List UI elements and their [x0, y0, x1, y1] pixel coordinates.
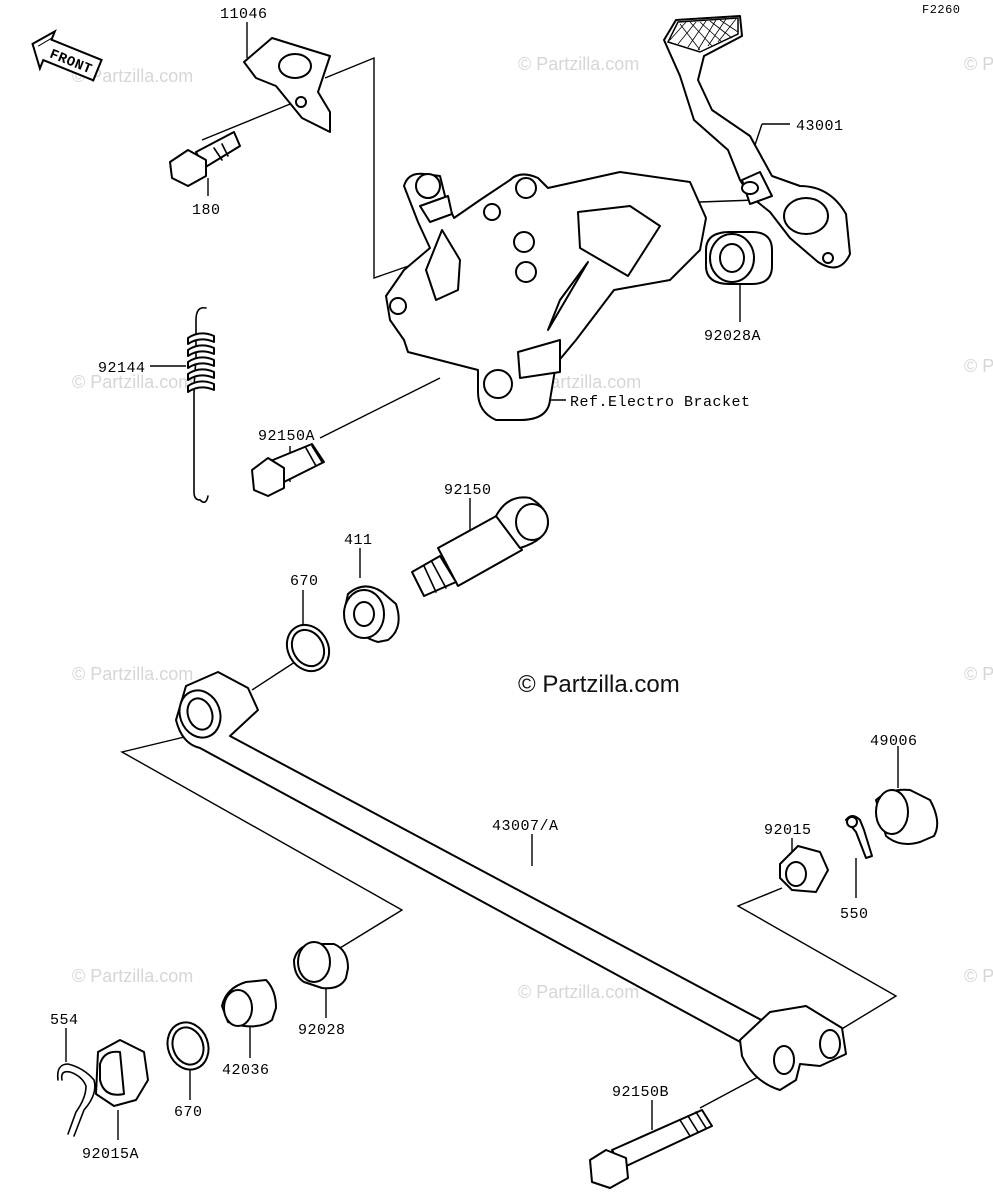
watermark: © Partzilla.com: [964, 356, 993, 376]
label-11046[interactable]: 11046: [220, 6, 268, 23]
label-92144[interactable]: 92144: [98, 360, 146, 377]
part-92150A[interactable]: [251, 443, 325, 497]
diagram-code: F2260: [922, 3, 961, 17]
label-92015[interactable]: 92015: [764, 822, 812, 839]
label-411[interactable]: 411: [344, 532, 373, 549]
part-92150[interactable]: [411, 496, 549, 597]
part-43007A[interactable]: [173, 671, 847, 1091]
watermark: © Partzilla.com: [518, 982, 639, 1002]
label-670-upper[interactable]: 670: [290, 573, 319, 590]
electro-bracket: [385, 171, 707, 421]
label-43007A[interactable]: 43007/A: [492, 818, 559, 835]
label-92028A[interactable]: 92028A: [704, 328, 761, 345]
watermark: © Partzilla.com: [72, 664, 193, 684]
watermark: © Partzilla.com: [964, 966, 993, 986]
front-arrow-icon: FRONT: [31, 29, 103, 82]
label-92028[interactable]: 92028: [298, 1022, 346, 1039]
part-550[interactable]: [845, 815, 873, 859]
part-92028[interactable]: [293, 941, 349, 990]
part-411[interactable]: [343, 585, 400, 643]
reference-note: Ref.Electro Bracket: [570, 394, 751, 411]
label-670-lower[interactable]: 670: [174, 1104, 203, 1121]
watermarks: © Partzilla.com © Partzilla.com © Partzi…: [72, 54, 993, 1002]
watermark: © Partzilla.com: [518, 54, 639, 74]
part-670-lower[interactable]: [161, 1017, 215, 1076]
leader-lines: [65, 22, 899, 1140]
label-554[interactable]: 554: [50, 1012, 79, 1029]
watermark: © Partzilla.com: [964, 664, 993, 684]
part-180[interactable]: [169, 131, 241, 187]
part-43001[interactable]: [663, 15, 851, 269]
part-92150B[interactable]: [589, 1109, 713, 1189]
label-92150A[interactable]: 92150A: [258, 428, 315, 445]
label-92150B[interactable]: 92150B: [612, 1084, 669, 1101]
part-554[interactable]: [56, 1063, 96, 1137]
part-92015[interactable]: [779, 845, 829, 893]
label-92015A[interactable]: 92015A: [82, 1146, 139, 1163]
watermark: © Partzilla.com: [72, 66, 193, 86]
watermark: © Partzilla.com: [72, 372, 193, 392]
part-49006[interactable]: [875, 788, 939, 845]
part-92015A[interactable]: [95, 1039, 149, 1107]
label-42036[interactable]: 42036: [222, 1062, 270, 1079]
label-49006[interactable]: 49006: [870, 733, 918, 750]
label-180[interactable]: 180: [192, 202, 221, 219]
label-550[interactable]: 550: [840, 906, 869, 923]
part-92144[interactable]: [187, 306, 215, 504]
watermark: © Partzilla.com: [964, 54, 993, 74]
part-labels: 11046 180 43001 92028A 92144 92150A 9215…: [50, 6, 918, 1163]
part-670-upper[interactable]: [279, 617, 338, 679]
label-92150[interactable]: 92150: [444, 482, 492, 499]
label-43001[interactable]: 43001: [796, 118, 844, 135]
part-92028A[interactable]: [705, 231, 773, 285]
watermark-main: © Partzilla.com: [518, 671, 680, 698]
part-42036[interactable]: [221, 979, 277, 1028]
part-11046[interactable]: [243, 37, 331, 133]
watermark: © Partzilla.com: [72, 966, 193, 986]
